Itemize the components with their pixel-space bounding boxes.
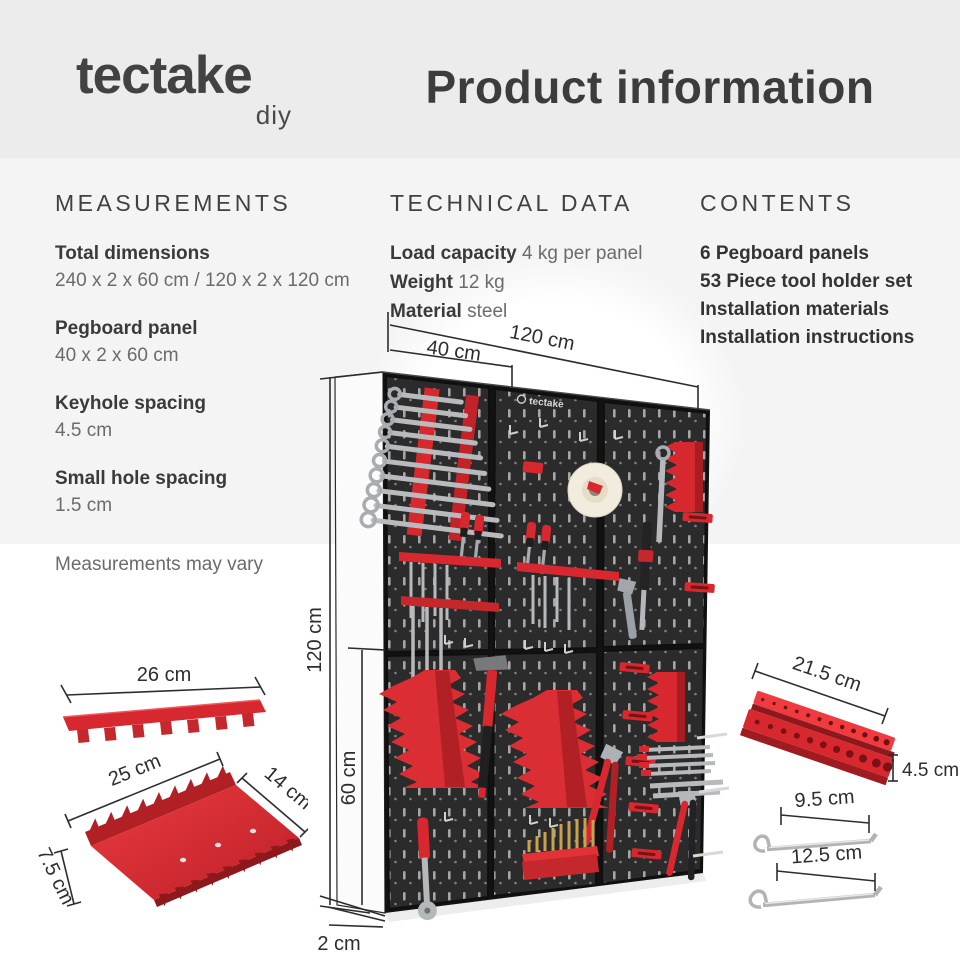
pegboard-diagram: tectake: [304, 312, 730, 955]
ratchet: [417, 817, 437, 921]
dim-panel-height: 60 cm: [338, 751, 360, 805]
measurements-section: MEASUREMENTS Total dimensions 240 x 2 x …: [55, 190, 355, 576]
combination-pliers: [666, 790, 697, 881]
wrench-tray: [85, 765, 302, 907]
contents-section: CONTENTS 6 Pegboard panels 53 Piece tool…: [700, 190, 955, 355]
hook-rail: [62, 699, 266, 743]
dim-hook-rail: 26 cm: [137, 664, 191, 686]
header-band: [0, 0, 960, 158]
measurement-value: 40 x 2 x 60 cm: [55, 345, 179, 366]
brand-logo: tectake diy: [76, 48, 296, 131]
drill-bit-stand: [522, 818, 599, 880]
dim-total-height: 120 cm: [304, 607, 326, 673]
measurement-item: Small hole spacing 1.5 cm: [55, 468, 355, 517]
measurement-item: Pegboard panel 40 x 2 x 60 cm: [55, 318, 355, 367]
technical-value: 12 kg: [458, 272, 505, 293]
dim-hook-long: 12.5 cm: [790, 842, 863, 869]
adjustable-wrench: [617, 578, 637, 639]
dim-tray-height: 7.5 cm: [32, 845, 78, 909]
technical-value: 4 kg per panel: [522, 243, 643, 264]
tool-holder-details-right: 21.5 cm 4.5 cm 9.5 cm 12.5 cm: [739, 655, 959, 909]
brand-sub: diy: [255, 99, 292, 130]
measurement-label: Pegboard panel: [55, 318, 198, 339]
technical-value: steel: [467, 301, 508, 322]
water-pump-pliers: [582, 743, 624, 853]
measurement-value: 240 x 2 x 60 cm / 120 x 2 x 120 cm: [55, 270, 350, 291]
bit-holder-dimensions: [751, 662, 898, 782]
dim-hook-short: 9.5 cm: [794, 786, 855, 812]
contents-line: 6 Pegboard panels: [700, 243, 869, 264]
technical-label: Load capacity: [390, 243, 517, 264]
technical-heading: TECHNICAL DATA: [390, 190, 633, 216]
dim-depth: 2 cm: [317, 933, 360, 955]
board-logo-text: tectake: [529, 396, 565, 411]
tape-roll: [567, 462, 623, 518]
contents-line: 53 Piece tool holder set: [700, 271, 913, 292]
hook-dimensions: [776, 807, 876, 891]
dim-panel-width: 40 cm: [425, 336, 482, 365]
dimension-lines: [319, 312, 699, 928]
technical-label: Weight: [390, 272, 453, 293]
hanging-wrench: [655, 445, 671, 543]
technical-data-section: TECHNICAL DATA Load capacity 4 kg per pa…: [390, 190, 675, 330]
hammer: [473, 655, 509, 799]
technical-label: Material: [390, 301, 462, 322]
measurement-label: Total dimensions: [55, 243, 210, 264]
wrench-tray-dimensions: [53, 751, 308, 907]
hook-rail-dimension: [60, 676, 266, 704]
dim-tray-depth: 14 cm: [260, 762, 308, 814]
dim-bit-holder-height: 4.5 cm: [902, 760, 959, 781]
brand-name: tectake: [76, 46, 253, 105]
page-title: Product information: [425, 61, 875, 113]
technical-line: Material steel: [390, 301, 675, 323]
tectake-board-logo: tectake: [516, 394, 565, 411]
measurement-label: Keyhole spacing: [55, 393, 206, 414]
contents-line: Installation instructions: [700, 327, 915, 348]
measurement-item: Keyhole spacing 4.5 cm: [55, 393, 355, 442]
measurement-value: 4.5 cm: [55, 420, 113, 441]
contents-line: Installation materials: [700, 299, 890, 320]
technical-line: Load capacity 4 kg per panel: [390, 243, 675, 265]
dim-bit-holder-length: 21.5 cm: [790, 655, 864, 696]
drill-brace: [638, 521, 654, 631]
contents-heading: CONTENTS: [700, 190, 855, 216]
white-hooks: [692, 732, 730, 858]
measurements-heading: MEASUREMENTS: [55, 190, 292, 216]
measurement-item: Total dimensions 240 x 2 x 60 cm / 120 x…: [55, 243, 355, 292]
peg-hook-long: [748, 885, 883, 909]
drill-bit-holder: [739, 690, 895, 786]
measurements-note: Measurements may vary: [55, 554, 264, 575]
technical-line: Weight 12 kg: [390, 272, 675, 294]
measurement-label: Small hole spacing: [55, 468, 228, 489]
peg-hook-short: [753, 832, 878, 853]
tool-holder-details-left: 26 cm 25 cm 1: [32, 664, 308, 909]
measurement-value: 1.5 cm: [55, 495, 113, 516]
